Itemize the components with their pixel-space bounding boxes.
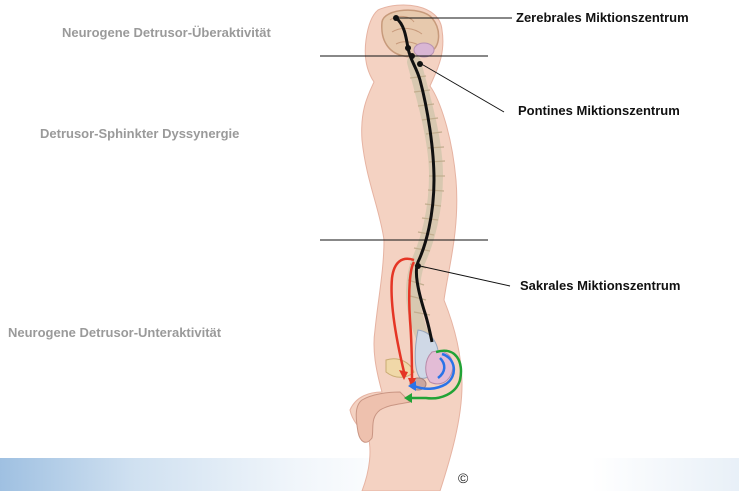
label-detrusor-overactivity: Neurogene Detrusor-Überaktivität — [62, 25, 271, 40]
label-cerebral-micturition-center: Zerebrales Miktionszentrum — [516, 10, 689, 25]
cerebellum — [414, 43, 434, 57]
label-sacral-micturition-center: Sakrales Miktionszentrum — [520, 278, 680, 293]
label-detrusor-sphincter-dyssynergia: Detrusor-Sphinkter Dyssynergie — [40, 126, 239, 141]
label-pontine-micturition-center: Pontines Miktionszentrum — [518, 103, 680, 118]
pontine-node-1 — [405, 45, 411, 51]
copyright-symbol: © — [458, 470, 468, 486]
label-detrusor-underactivity: Neurogene Detrusor-Unteraktivität — [8, 325, 221, 340]
